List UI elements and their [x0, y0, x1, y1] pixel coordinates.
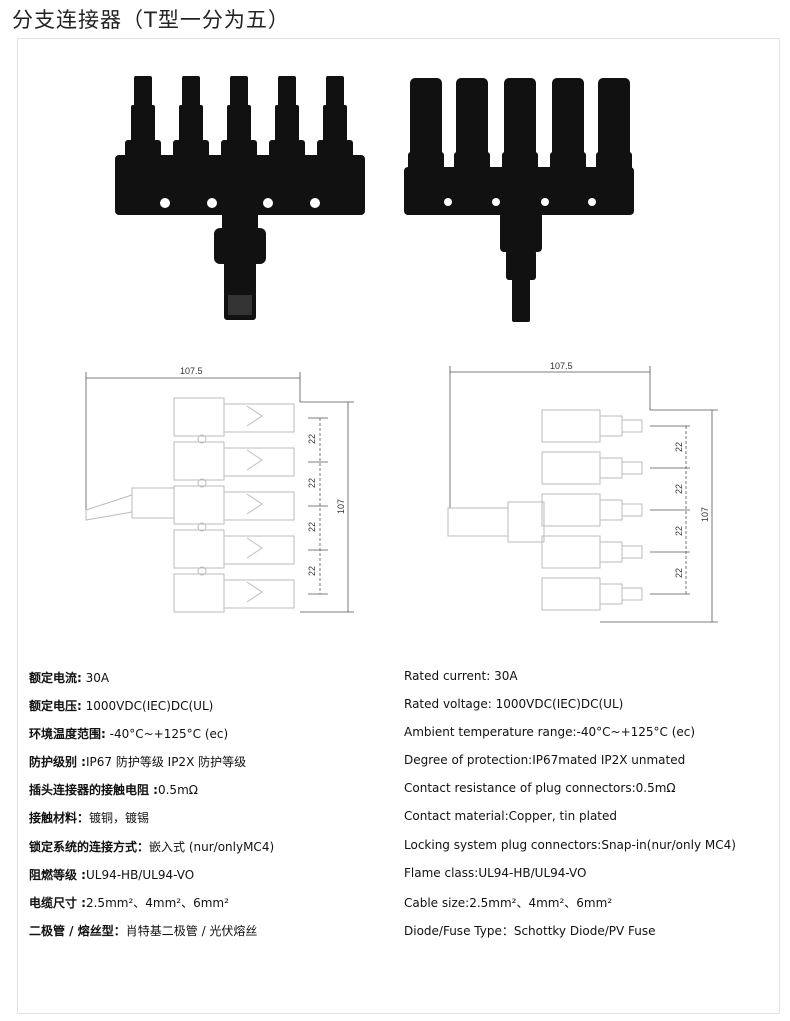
- spec-row: Degree of protection:IP67mated IP2X unma…: [404, 753, 686, 767]
- spec-row: Rated voltage: 1000VDC(IEC)DC(UL): [404, 697, 624, 711]
- dim-width: 107.5: [180, 366, 203, 376]
- dim-height: 107: [700, 507, 710, 522]
- spec-row: Locking system plug connectors:Snap-in(n…: [404, 838, 736, 852]
- product-photo-female: [404, 78, 634, 322]
- dim-pitch-4: 22: [307, 566, 317, 576]
- dim-width: 107.5: [550, 361, 573, 371]
- spec-row: 电缆尺寸 :2.5mm²、4mm²、6mm²: [29, 896, 229, 910]
- technical-drawing-male: 107.5 22 22 22 22 107: [85, 366, 354, 613]
- spec-row: Rated current: 30A: [404, 669, 518, 683]
- spec-row: Diode/Fuse Type：Schottky Diode/PV Fuse: [404, 924, 656, 938]
- dim-pitch-4: 22: [674, 568, 684, 578]
- dim-pitch-2: 22: [674, 484, 684, 494]
- page-title: 分支连接器（T型一分为五）: [12, 8, 290, 32]
- spec-row: 阻燃等级 :UL94-HB/UL94-VO: [29, 868, 195, 882]
- dim-pitch-1: 22: [307, 434, 317, 444]
- spec-row: Ambient temperature range:-40°C~+125°C (…: [404, 725, 696, 739]
- spec-row: Cable size:2.5mm²、4mm²、6mm²: [404, 896, 613, 910]
- spec-row: 环境温度范围: -40°C~+125°C (ec): [29, 727, 229, 741]
- dim-pitch-1: 22: [674, 442, 684, 452]
- dim-pitch-3: 22: [674, 526, 684, 536]
- spec-row: Contact material:Copper, tin plated: [404, 809, 618, 823]
- spec-row: Contact resistance of plug connectors:0.…: [404, 781, 676, 795]
- technical-drawing-female: 107.5 22 22 22 22 107: [447, 361, 718, 623]
- spec-row: 接触材料：镀铜，镀锡: [29, 811, 150, 825]
- spec-row: 插头连接器的接触电阻 :0.5mΩ: [29, 783, 198, 797]
- dim-pitch-3: 22: [307, 522, 317, 532]
- spec-row: 防护级别 :IP67 防护等级 IP2X 防护等级: [29, 755, 247, 769]
- spec-row: 额定电流: 30A: [29, 671, 110, 685]
- spec-row: 锁定系统的连接方式：嵌入式 (nur/onlyMC4): [29, 840, 275, 854]
- spec-row: 额定电压: 1000VDC(IEC)DC(UL): [29, 699, 214, 713]
- dim-height: 107: [336, 499, 346, 514]
- spec-row: 二极管 / 熔丝型：肖特基二极管 / 光伏熔丝: [29, 924, 258, 938]
- spec-row: Flame class:UL94-HB/UL94-VO: [404, 866, 587, 880]
- product-photo-male: [115, 76, 365, 320]
- dim-pitch-2: 22: [307, 478, 317, 488]
